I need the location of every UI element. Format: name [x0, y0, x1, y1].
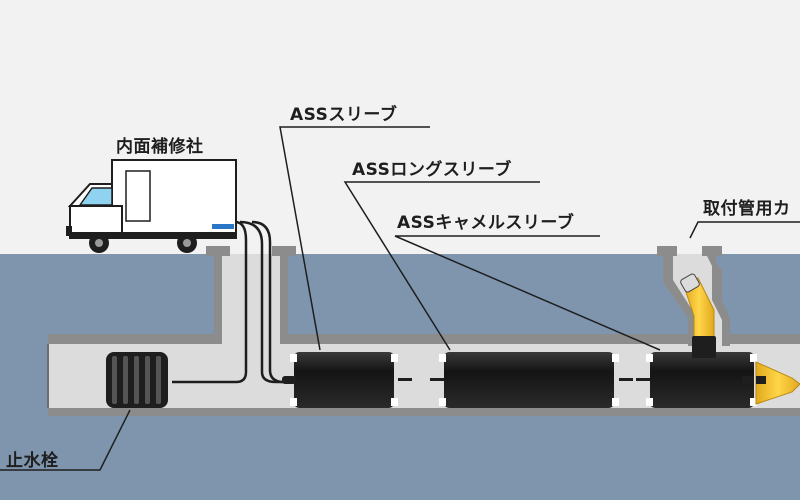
branch-repair-tool	[680, 273, 800, 405]
ass-camel-sleeve-label: ASSキャメルスリーブ	[397, 213, 575, 233]
ass-sleeve	[282, 352, 412, 408]
repair-truck	[66, 159, 237, 253]
manhole-shaft	[206, 246, 296, 344]
leader-lines	[0, 126, 800, 471]
ass-long-sleeve-label: ASSロングスリーブ	[352, 160, 512, 180]
leader-ass-long-sleeve	[343, 181, 540, 351]
leader-branch-pipe	[689, 221, 800, 239]
ass-long-sleeve	[430, 352, 633, 408]
truck-label: 内面補修社	[116, 137, 204, 157]
branch-pipe-label: 取付管用カ	[703, 199, 791, 219]
supply-hoses	[172, 220, 294, 384]
leader-ass-sleeve	[279, 126, 430, 351]
water-stop-plug	[106, 352, 168, 408]
leader-plug	[0, 409, 131, 471]
ass-camel-sleeve	[636, 352, 757, 408]
ass-sleeve-label: ASSスリーブ	[290, 105, 398, 125]
water-stop-plug-label: 止水栓	[6, 451, 59, 471]
leader-ass-camel-sleeve	[394, 235, 661, 351]
